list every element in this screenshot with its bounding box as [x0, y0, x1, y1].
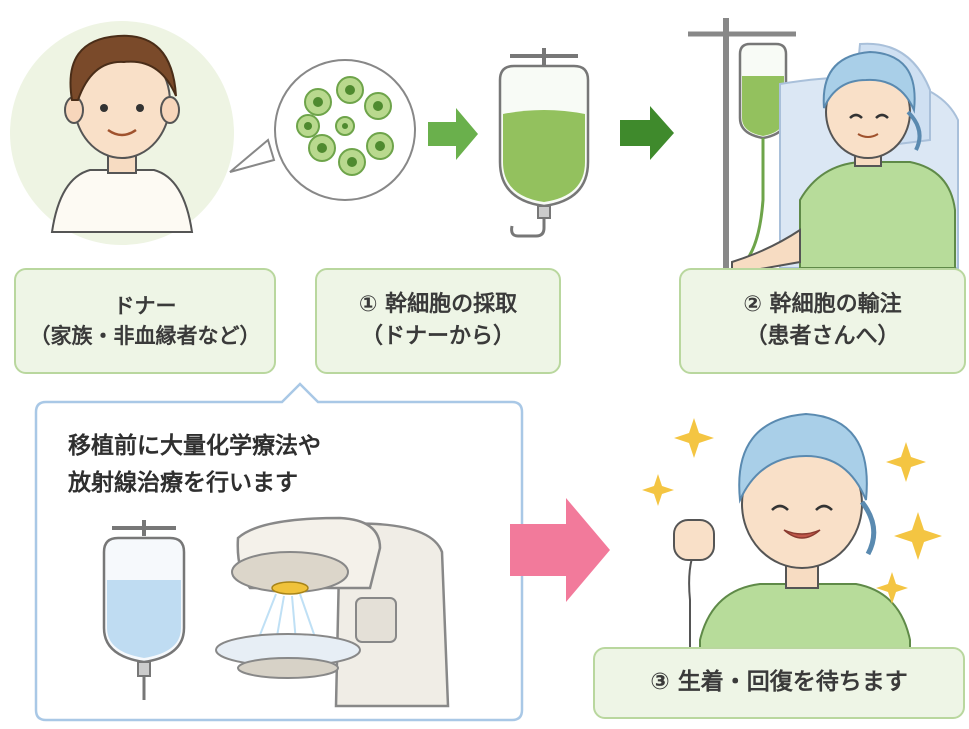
donor-label-box: ドナー （家族・非血縁者など） — [14, 268, 276, 374]
sparkle-icon — [642, 418, 942, 604]
step2-label-box: ② 幹細胞の輸注 （患者さんへ） — [679, 268, 966, 374]
pretreatment-line2: 放射線治療を行います — [68, 469, 298, 496]
step3-label-box: ③ 生着・回復を待ちます — [593, 647, 965, 719]
recovered-patient — [673, 412, 911, 651]
donor-subtitle: （家族・非血縁者など） — [29, 324, 261, 348]
step1-label-box: ① 幹細胞の採取 （ドナーから） — [315, 268, 561, 374]
step2-title: ② 幹細胞の輸注 — [743, 292, 902, 318]
stem-cells-bubble — [229, 59, 416, 201]
step3-title: ③ 生着・回復を待ちます — [650, 669, 908, 696]
arrow-1 — [428, 108, 478, 160]
pretreatment-text: 移植前に大量化学療法や 放射線治療を行います — [68, 428, 488, 502]
pretreatment-line1: 移植前に大量化学療法や — [68, 433, 321, 459]
donor-title: ドナー — [113, 293, 177, 318]
iv-stand — [688, 18, 796, 270]
step2-subtitle: （患者さんへ） — [745, 324, 900, 349]
arrow-pink — [510, 498, 610, 602]
radiation-machine — [215, 516, 450, 708]
chemo-iv-bag — [102, 520, 186, 700]
patient-in-chair — [731, 42, 959, 276]
step1-title: ① 幹細胞の採取 — [358, 292, 518, 318]
arrow-2 — [620, 106, 674, 160]
donor-person — [10, 21, 234, 245]
step1-subtitle: （ドナーから） — [360, 324, 515, 349]
blood-bag — [498, 48, 590, 238]
